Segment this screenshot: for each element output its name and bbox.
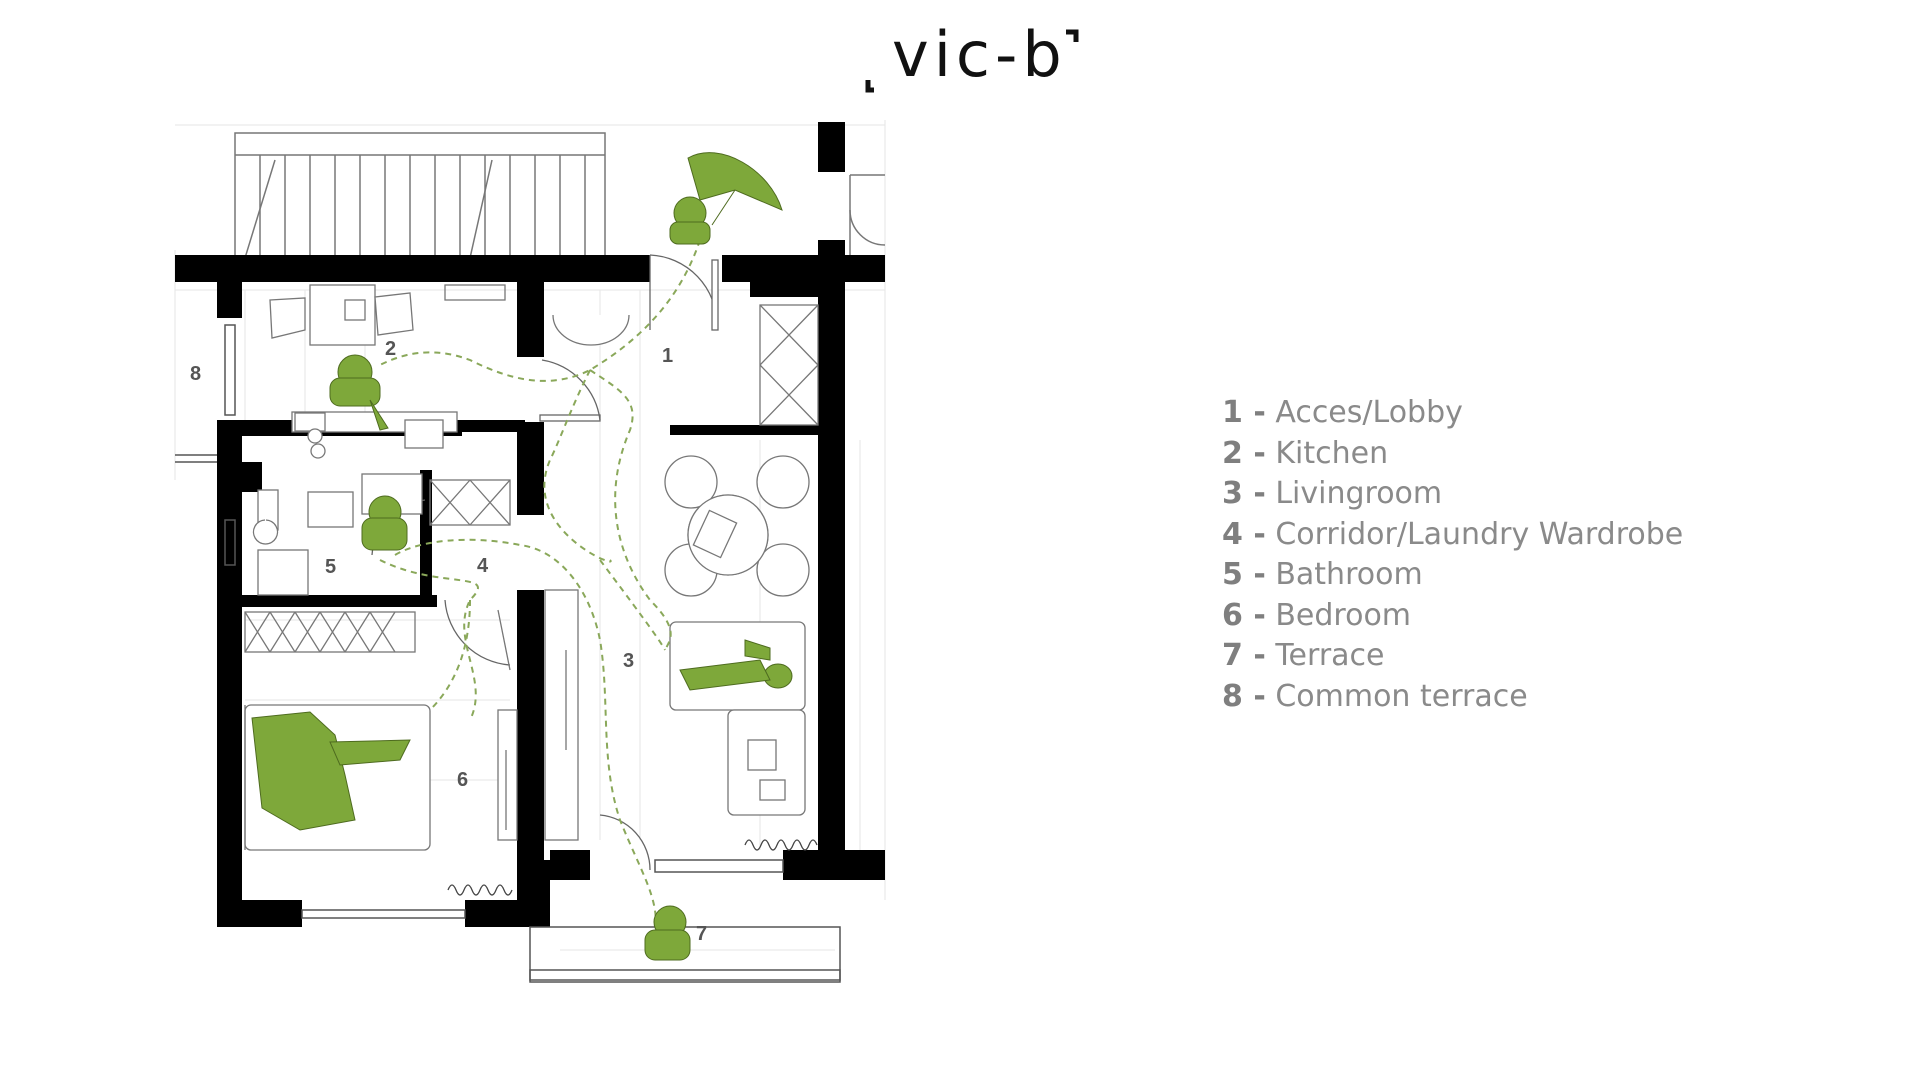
room-label-8: 8 [190,363,201,385]
radiators [447,839,818,896]
logo-brackets [865,29,1079,93]
legend-label: Terrace [1275,638,1385,673]
legend-item: 1 - Acces/Lobby [1222,393,1683,434]
legend-item: 8 - Common terrace [1222,677,1683,718]
sofa [669,621,806,816]
legend-item: 7 - Terrace [1222,636,1683,677]
person-terrace-icon [644,905,691,961]
room-label-1: 1 [662,345,673,367]
room-label-7: 7 [696,923,707,945]
person-kitchen-icon [329,354,389,431]
dining-set [664,455,810,597]
legend-number: 8 - [1222,678,1266,714]
legend-item: 5 - Bathroom [1222,555,1683,596]
legend-item: 2 - Kitchen [1222,434,1683,475]
legend-number: 3 - [1222,476,1266,511]
room-label-4: 4 [477,555,489,577]
room-label-6: 6 [457,769,468,791]
legend-label: Livingroom [1275,476,1443,511]
legend-item: 3 - Livingroom [1222,474,1683,515]
legend-item: 6 - Bedroom [1222,596,1683,637]
people-figures [251,152,793,961]
room-label-2: 2 [385,338,396,360]
wardrobes [244,284,819,653]
brand-logo [862,28,1082,98]
legend-number: 5 - [1222,557,1266,592]
legend-label: Bathroom [1275,557,1423,592]
umbrella-icon [687,152,783,211]
legend-item: 4 - Corridor/Laundry Wardrobe [1222,515,1683,556]
stair-deck [234,132,886,259]
kitchen-furniture [269,284,630,459]
legend-label: Corridor/Laundry Wardrobe [1275,516,1684,552]
legend-number: 1 - [1222,395,1266,430]
room-legend: 1 - Acces/Lobby 2 - Kitchen 3 - Livingro… [1222,393,1683,717]
legend-label: Kitchen [1275,435,1389,471]
person-bathroom-icon [361,495,408,551]
bathroom-fixtures [252,473,423,596]
legend-number: 4 - [1222,516,1266,552]
legend-label: Acces/Lobby [1275,395,1463,430]
person-entry-icon [669,196,711,245]
room-label-3: 3 [623,650,634,672]
legend-number: 7 - [1222,638,1266,673]
circulation-paths [379,239,701,931]
legend-label: Common terrace [1275,678,1528,714]
legend-number: 6 - [1222,597,1266,633]
room-labels: 1 2 3 4 5 6 7 8 [190,338,707,945]
person-sofa-icon [679,639,793,691]
legend-number: 2 - [1222,435,1266,471]
room-label-5: 5 [325,556,336,578]
tv-unit [497,589,579,841]
person-bed-icon [251,711,411,831]
windows [175,324,784,919]
logo-text: vic-b [892,18,1067,91]
legend-label: Bedroom [1275,597,1412,633]
